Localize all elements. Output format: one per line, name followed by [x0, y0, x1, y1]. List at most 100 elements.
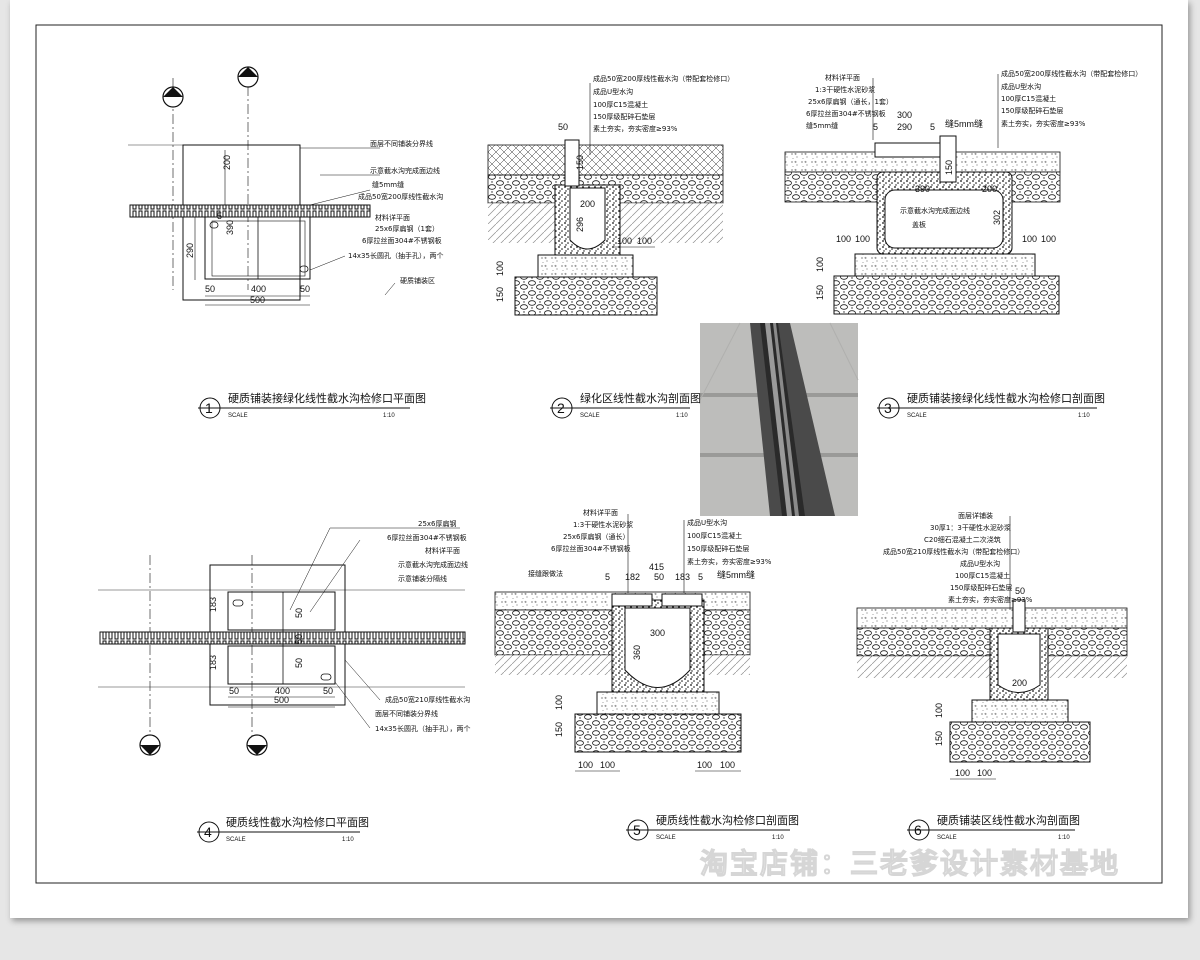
svg-text:100: 100 [720, 760, 735, 770]
svg-text:50: 50 [205, 284, 215, 294]
svg-text:50: 50 [294, 608, 304, 618]
title-5: 5 硬质线性截水沟检修口剖面图 SCALE 1:10 [626, 813, 799, 841]
svg-text:SCALE: SCALE [226, 837, 246, 843]
svg-text:缝5mm缝: 缝5mm缝 [945, 118, 983, 129]
svg-text:100: 100 [578, 760, 593, 770]
watermark: 淘宝店铺：三老爹设计素材基地 [700, 847, 1120, 880]
svg-text:100: 100 [934, 703, 944, 718]
svg-text:300: 300 [897, 110, 912, 120]
drawing-4-plan: 183 183 50 50 50 50 400 50 500 25x6厚扁钢 6… [98, 519, 470, 756]
drawing-sheet: 200 390 290 50 400 50 500 5 面层不同铺装分界线 示意… [10, 0, 1188, 918]
title-6: 6 硬质铺装区线性截水沟剖面图 SCALE 1:10 [907, 813, 1080, 841]
svg-text:素土夯实，夯实密度≥93%: 素土夯实，夯实密度≥93% [687, 557, 772, 566]
svg-text:182: 182 [625, 572, 640, 582]
svg-text:100: 100 [955, 768, 970, 778]
svg-text:成品50宽210厚线性截水沟: 成品50宽210厚线性截水沟 [385, 695, 470, 704]
svg-text:150: 150 [554, 722, 564, 737]
svg-text:50: 50 [323, 686, 333, 696]
svg-text:150厚级配碎石垫层: 150厚级配碎石垫层 [950, 583, 1012, 592]
svg-text:360: 360 [632, 645, 642, 660]
svg-text:150: 150 [815, 285, 825, 300]
svg-text:296: 296 [575, 217, 585, 232]
svg-text:200: 200 [1012, 678, 1027, 688]
svg-text:素土夯实，夯实密度≥93%: 素土夯实，夯实密度≥93% [948, 595, 1033, 604]
svg-text:25x6厚扁钢（1套）: 25x6厚扁钢（1套） [375, 224, 439, 233]
svg-text:150厚级配碎石垫层: 150厚级配碎石垫层 [593, 112, 655, 121]
svg-text:200: 200 [580, 199, 595, 209]
svg-text:材料详平面: 材料详平面 [375, 213, 410, 222]
svg-text:150: 150 [495, 287, 505, 302]
svg-text:100: 100 [600, 760, 615, 770]
svg-text:100: 100 [815, 257, 825, 272]
svg-text:100: 100 [495, 261, 505, 276]
svg-text:成品50宽200厚线性截水沟: 成品50宽200厚线性截水沟 [358, 192, 443, 201]
svg-text:25x6厚扁钢（通长，1套）: 25x6厚扁钢（通长，1套） [808, 97, 893, 106]
svg-text:面层详铺装: 面层详铺装 [958, 511, 993, 520]
svg-text:100: 100 [697, 760, 712, 770]
svg-text:接缝跟做法: 接缝跟做法 [528, 569, 563, 578]
drain-photo [699, 322, 859, 516]
svg-text:100: 100 [855, 234, 870, 244]
title-1: 1 硬质铺装接绿化线性截水沟检修口平面图 SCALE 1:10 [198, 391, 426, 419]
svg-text:100: 100 [977, 768, 992, 778]
svg-text:25x6厚扁钢: 25x6厚扁钢 [418, 519, 457, 528]
svg-text:415: 415 [649, 562, 664, 572]
title-4: 4 硬质线性截水沟检修口平面图 SCALE 1:10 [197, 815, 369, 843]
svg-text:硬质铺装区: 硬质铺装区 [400, 276, 435, 285]
svg-text:1:3干硬性水泥砂浆: 1:3干硬性水泥砂浆 [815, 85, 875, 94]
svg-text:183: 183 [675, 572, 690, 582]
svg-text:50: 50 [558, 122, 568, 132]
svg-text:100: 100 [1041, 234, 1056, 244]
svg-text:硬质铺装区线性截水沟剖面图: 硬质铺装区线性截水沟剖面图 [937, 813, 1080, 827]
svg-text:成品50宽210厚线性截水沟（带配套检修口）: 成品50宽210厚线性截水沟（带配套检修口） [883, 547, 1024, 556]
svg-text:盖板: 盖板 [912, 220, 926, 229]
svg-text:成品U型水沟: 成品U型水沟 [960, 559, 1000, 568]
svg-text:SCALE: SCALE [656, 835, 676, 841]
svg-text:14x35长圆孔（抽手孔），两个: 14x35长圆孔（抽手孔），两个 [348, 251, 443, 260]
svg-text:硬质线性截水沟检修口平面图: 硬质线性截水沟检修口平面图 [226, 815, 369, 829]
drain-grate [129, 204, 371, 218]
svg-text:100厚C15混凝土: 100厚C15混凝土 [687, 531, 742, 540]
svg-text:50: 50 [300, 284, 310, 294]
svg-text:1:10: 1:10 [1058, 835, 1070, 841]
svg-text:100: 100 [617, 236, 632, 246]
svg-text:硬质铺装接绿化线性截水沟检修口剖面图: 硬质铺装接绿化线性截水沟检修口剖面图 [907, 391, 1105, 405]
svg-text:硬质铺装接绿化线性截水沟检修口平面图: 硬质铺装接绿化线性截水沟检修口平面图 [228, 391, 426, 405]
svg-text:1:10: 1:10 [1078, 413, 1090, 419]
svg-text:示意铺装分隔线: 示意铺装分隔线 [398, 574, 447, 583]
drawing-2-section: 50 150 200 296 100 100 100 150 成品50宽200厚… [487, 74, 734, 316]
svg-text:1:10: 1:10 [772, 835, 784, 841]
svg-text:150: 150 [575, 155, 585, 170]
svg-text:100厚C15混凝土: 100厚C15混凝土 [1001, 94, 1056, 103]
svg-text:150厚级配碎石垫层: 150厚级配碎石垫层 [687, 544, 749, 553]
svg-text:材料详平面: 材料详平面 [583, 508, 618, 517]
svg-text:绿化区线性截水沟剖面图: 绿化区线性截水沟剖面图 [580, 391, 701, 405]
svg-text:素土夯实，夯实密度≥93%: 素土夯实，夯实密度≥93% [1001, 119, 1086, 128]
svg-text:50: 50 [654, 572, 664, 582]
svg-text:成品50宽200厚线性截水沟（带配套检修口）: 成品50宽200厚线性截水沟（带配套检修口） [1001, 69, 1142, 78]
svg-text:150厚级配碎石垫层: 150厚级配碎石垫层 [1001, 106, 1063, 115]
svg-text:缝5mm缝: 缝5mm缝 [806, 121, 838, 130]
svg-text:缝5mm缝: 缝5mm缝 [717, 569, 755, 580]
svg-text:200: 200 [222, 155, 232, 170]
svg-text:1:10: 1:10 [676, 413, 688, 419]
svg-text:6厚拉丝面304#不锈钢板: 6厚拉丝面304#不锈钢板 [387, 533, 467, 542]
svg-text:300: 300 [650, 628, 665, 638]
svg-text:50: 50 [294, 634, 304, 644]
title-2: 2 绿化区线性截水沟剖面图 SCALE 1:10 [550, 391, 701, 419]
svg-text:面层不同铺装分界线: 面层不同铺装分界线 [375, 709, 438, 718]
svg-text:50: 50 [294, 658, 304, 668]
svg-text:390: 390 [225, 220, 235, 235]
svg-text:50: 50 [1015, 586, 1025, 596]
drawing-1-plan: 200 390 290 50 400 50 500 5 面层不同铺装分界线 示意… [128, 66, 443, 306]
svg-text:5: 5 [217, 211, 222, 221]
svg-text:183: 183 [208, 655, 218, 670]
svg-text:5: 5 [605, 572, 610, 582]
svg-text:示意截水沟完成面边线: 示意截水沟完成面边线 [370, 166, 440, 175]
svg-text:材料详平面: 材料详平面 [825, 73, 860, 82]
svg-text:25x6厚扁钢（通长）: 25x6厚扁钢（通长） [563, 532, 630, 541]
svg-text:290: 290 [185, 243, 195, 258]
svg-text:6厚拉丝面304#不锈钢板: 6厚拉丝面304#不锈钢板 [806, 109, 886, 118]
svg-text:5: 5 [698, 572, 703, 582]
